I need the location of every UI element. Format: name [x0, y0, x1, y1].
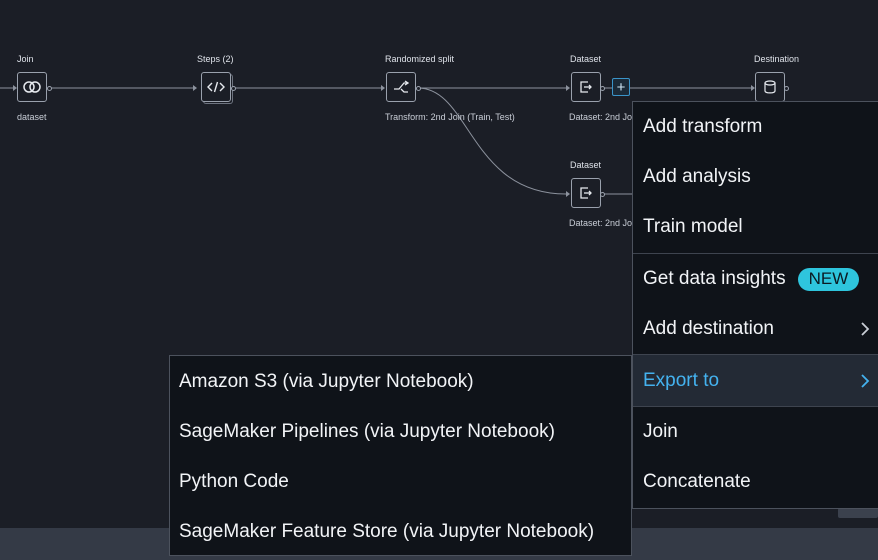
node-split[interactable]	[386, 72, 416, 102]
node-subtitle-dataset-2: Dataset: 2nd Jo	[569, 218, 633, 228]
node-dataset[interactable]	[571, 72, 601, 102]
menu-item-label: Get data insights	[643, 268, 786, 289]
export-sagemaker-pipelines[interactable]: SageMaker Pipelines (via Jupyter Noteboo…	[179, 421, 555, 442]
output-port[interactable]	[416, 86, 421, 91]
export-amazon-s3[interactable]: Amazon S3 (via Jupyter Notebook)	[179, 371, 474, 392]
chevron-right-icon	[861, 322, 870, 336]
code-brackets-icon	[207, 81, 225, 93]
node-subtitle-join: dataset	[17, 112, 47, 122]
menu-item-label: Add analysis	[643, 166, 751, 187]
export-sagemaker-feature-store[interactable]: SageMaker Feature Store (via Jupyter Not…	[179, 521, 595, 542]
menu-item-label: Export to	[643, 369, 720, 391]
node-title-destination: Destination	[754, 54, 800, 64]
menu-item-join[interactable]: Join	[633, 407, 878, 457]
menu-item-label: Add destination	[643, 318, 774, 339]
menu-item-add-destination[interactable]: Add destination	[633, 304, 878, 354]
output-port[interactable]	[600, 192, 605, 197]
node-dataset-2[interactable]	[571, 178, 601, 208]
menu-item-add-analysis[interactable]: Add analysis	[633, 152, 878, 202]
node-subtitle-dataset: Dataset: 2nd Jo	[569, 112, 633, 122]
output-port[interactable]	[784, 86, 789, 91]
menu-item-label: Join	[643, 421, 678, 442]
export-python-code[interactable]: Python Code	[179, 471, 289, 492]
menu-divider	[633, 253, 878, 254]
export-submenu: Amazon S3 (via Jupyter Notebook) SageMak…	[169, 355, 632, 556]
node-title-dataset: Dataset	[570, 54, 602, 64]
node-title-steps: Steps (2)	[197, 54, 234, 64]
node-title-join: Join	[17, 54, 34, 64]
join-circles-icon	[23, 81, 41, 93]
menu-item-add-transform[interactable]: Add transform	[633, 102, 878, 152]
output-port[interactable]	[231, 86, 236, 91]
menu-item-train-model[interactable]: Train model	[633, 202, 878, 252]
menu-divider	[633, 354, 878, 355]
node-join[interactable]	[17, 72, 47, 102]
split-arrow-icon	[394, 80, 409, 93]
node-title-split: Randomized split	[385, 54, 455, 64]
node-title-dataset-2: Dataset	[570, 160, 602, 170]
export-dataset-icon	[580, 81, 592, 93]
node-destination[interactable]	[755, 72, 785, 102]
new-badge: NEW	[797, 267, 860, 291]
database-icon	[764, 80, 776, 94]
menu-item-label: Concatenate	[643, 471, 751, 492]
export-dataset-icon	[580, 187, 592, 199]
canvas-scrollbar[interactable]	[838, 508, 878, 518]
output-port[interactable]	[47, 86, 52, 91]
context-menu: Add transform Add analysis Train model G…	[632, 101, 878, 509]
add-step-button[interactable]: +	[612, 78, 630, 96]
menu-item-get-data-insights[interactable]: Get data insights NEW	[633, 254, 878, 304]
menu-item-concatenate[interactable]: Concatenate	[633, 457, 878, 507]
output-port[interactable]	[600, 86, 605, 91]
node-steps[interactable]	[201, 72, 231, 102]
menu-item-label: Add transform	[643, 116, 763, 137]
edge-split-dataset-2	[417, 87, 567, 195]
node-subtitle-split: Transform: 2nd Join (Train, Test)	[385, 112, 515, 122]
menu-item-export-to[interactable]: Export to	[633, 355, 878, 406]
menu-item-label: Train model	[643, 216, 743, 237]
chevron-right-icon	[861, 373, 870, 388]
menu-divider	[633, 406, 878, 407]
